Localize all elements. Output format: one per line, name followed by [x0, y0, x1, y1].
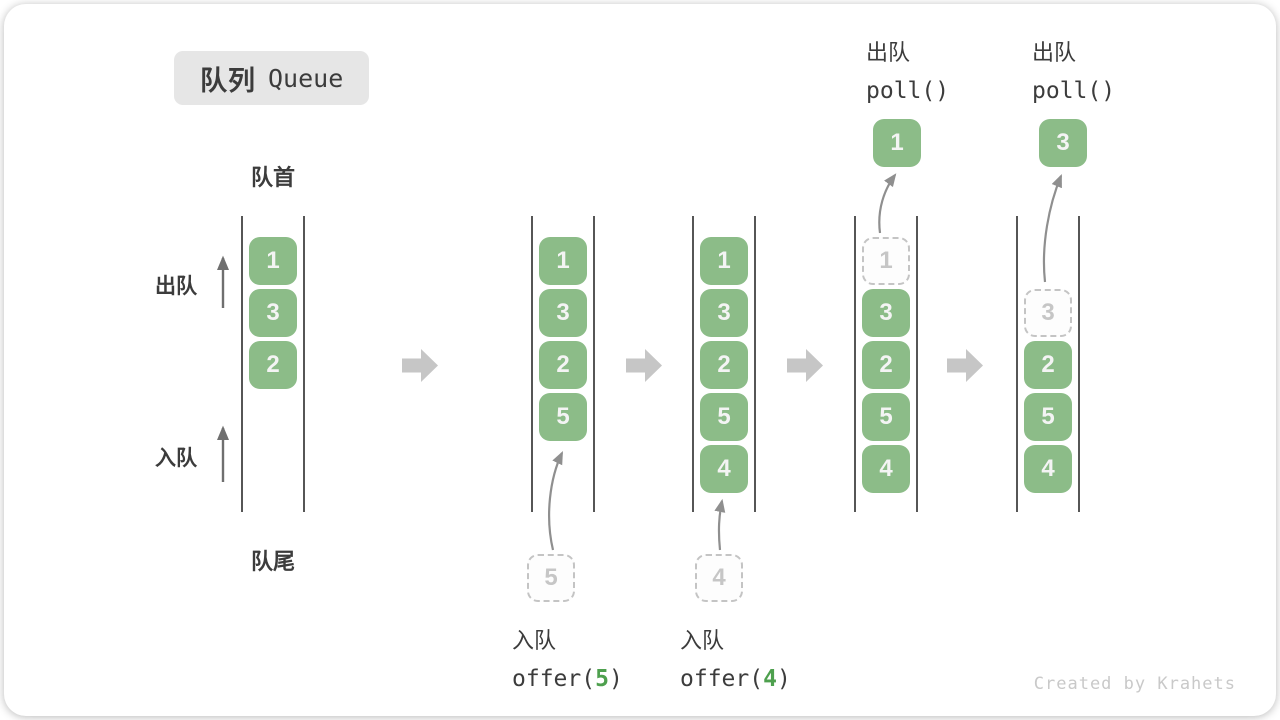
queue-slot: 5	[539, 393, 587, 441]
enqueue-op-annotation: 入队 offer(5)	[512, 623, 623, 692]
queue-channel-line	[754, 216, 756, 512]
queue-slot: 3	[700, 289, 748, 337]
title-zh: 队列	[200, 65, 256, 96]
op-label: 入队	[680, 628, 725, 653]
queue-slot: 4	[1024, 445, 1072, 493]
queue-channel-line	[303, 216, 305, 512]
dequeue-direction-label: 出队	[155, 275, 197, 298]
polled-value-box: 3	[1039, 119, 1087, 167]
watermark: Created by Krahets	[1033, 674, 1236, 694]
op-label: 出队	[866, 40, 911, 65]
queue-slot: 5	[700, 393, 748, 441]
queue-slot: 3	[862, 289, 910, 337]
queue-slot: 2	[1024, 341, 1072, 389]
queue-slot-removed: 1	[862, 237, 910, 285]
queue-rear-label: 队尾	[250, 549, 295, 574]
queue-slot: 2	[700, 341, 748, 389]
title-en: Queue	[268, 63, 344, 93]
op-code: poll()	[1032, 78, 1116, 104]
dequeue-op-annotation: 出队 poll()	[866, 35, 949, 104]
enqueue-5-arrow	[548, 451, 563, 551]
queue-channel-line	[692, 216, 694, 512]
pending-enqueue-box: 5	[527, 554, 575, 602]
step-arrow-icon	[947, 349, 983, 382]
queue-slot: 5	[1024, 393, 1072, 441]
queue-slot: 1	[539, 237, 587, 285]
op-label: 入队	[512, 628, 557, 653]
queue-channel-line	[854, 216, 856, 512]
queue-channel-line	[1078, 216, 1080, 512]
queue-slot: 1	[700, 237, 748, 285]
poll-3-arrow	[1042, 173, 1063, 283]
op-code: offer(4)	[680, 666, 791, 692]
polled-value-box: 1	[873, 119, 921, 167]
op-label: 出队	[1032, 40, 1077, 65]
title-badge: 队列 Queue	[174, 51, 370, 105]
queue-slot: 4	[700, 445, 748, 493]
queue-slot: 3	[249, 289, 297, 337]
step-arrow-icon	[626, 349, 662, 382]
queue-channel-line	[531, 216, 533, 512]
queue-slot: 3	[539, 289, 587, 337]
enqueue-op-annotation: 入队 offer(4)	[680, 623, 791, 692]
step-arrow-icon	[787, 349, 823, 382]
queue-slot: 1	[249, 237, 297, 285]
op-arg: 5	[595, 666, 609, 692]
op-arg: 4	[763, 666, 777, 692]
queue-front-label: 队首	[250, 165, 295, 190]
enqueue-4-arrow	[714, 498, 726, 551]
op-code: poll()	[866, 78, 950, 104]
queue-slot: 4	[862, 445, 910, 493]
queue-slot-removed: 3	[1024, 289, 1072, 337]
queue-channel-line	[241, 216, 243, 512]
queue-slot: 2	[862, 341, 910, 389]
queue-slot: 2	[249, 341, 297, 389]
dequeue-op-annotation: 出队 poll()	[1032, 35, 1115, 104]
enqueue-direction-label: 入队	[155, 447, 197, 470]
poll-1-arrow	[878, 173, 897, 234]
pending-enqueue-box: 4	[695, 554, 743, 602]
diagram-card: 队列 Queue	[4, 4, 1276, 716]
op-code: offer(5)	[512, 666, 623, 692]
queue-slot: 2	[539, 341, 587, 389]
step-arrow-icon	[402, 349, 438, 382]
queue-channel-line	[1016, 216, 1018, 512]
queue-slot: 5	[862, 393, 910, 441]
arrows-layer	[217, 173, 1063, 551]
queue-channel-line	[593, 216, 595, 512]
queue-channel-line	[916, 216, 918, 512]
